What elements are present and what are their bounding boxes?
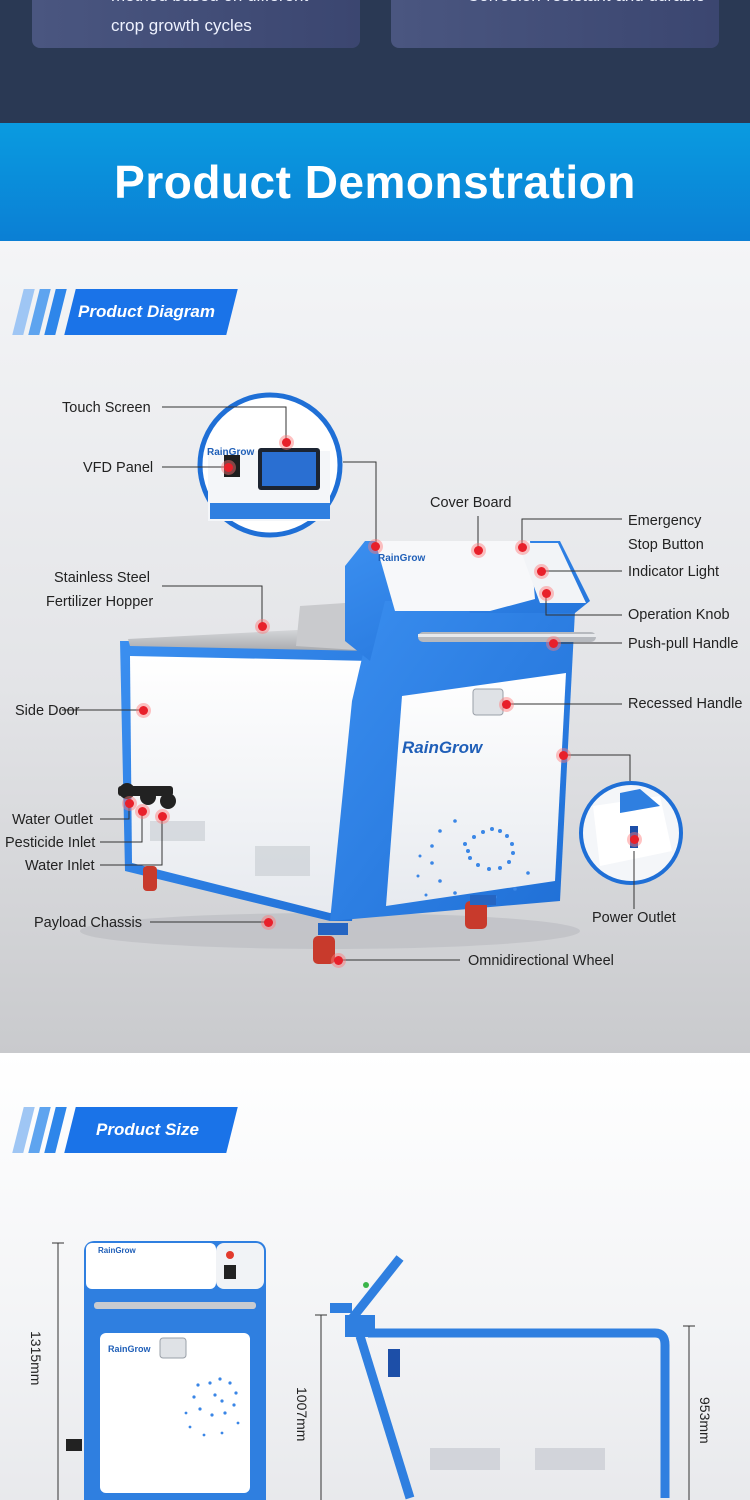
marker-cover-board bbox=[474, 546, 483, 555]
section-banner: Product Demonstration bbox=[0, 123, 750, 241]
marker-zoom-link bbox=[371, 542, 380, 551]
machine-illustration: RainGrow RainGrow bbox=[62, 392, 683, 964]
size-brand: RainGrow bbox=[108, 1344, 152, 1354]
marker-operation-knob bbox=[542, 589, 551, 598]
callout-recessed-handle: Recessed Handle bbox=[628, 696, 743, 712]
panel-brand: RainGrow bbox=[402, 738, 484, 757]
callout-operation-knob: Operation Knob bbox=[628, 607, 730, 623]
marker-power-outlet bbox=[630, 835, 639, 844]
callout-vfd-panel: VFD Panel bbox=[83, 460, 154, 476]
marker-hopper bbox=[258, 622, 267, 631]
svg-text:RainGrow: RainGrow bbox=[98, 1246, 137, 1255]
callout-touch-screen: Touch Screen bbox=[62, 400, 151, 416]
feature-text-1b: crop growth cycles bbox=[111, 16, 252, 35]
callout-emergency-1: Emergency bbox=[628, 513, 702, 529]
section-tag-diagram: Product Diagram bbox=[12, 289, 238, 335]
marker-recessed-handle bbox=[502, 700, 511, 709]
feature-card-durable bbox=[391, 0, 719, 48]
marker-power-link bbox=[559, 751, 568, 760]
dim-height-side-left: 1007mm bbox=[294, 1387, 310, 1442]
callout-side-door: Side Door bbox=[15, 703, 80, 719]
callout-push-pull-handle: Push-pull Handle bbox=[628, 636, 739, 652]
callout-emergency-2: Stop Button bbox=[628, 537, 704, 553]
marker-omni-wheel bbox=[334, 956, 343, 965]
feature-text-2a: Corrosion-resistant and durable bbox=[467, 0, 705, 8]
marker-water-outlet bbox=[125, 799, 134, 808]
size-illustration: RainGrow RainGrow bbox=[52, 1241, 695, 1500]
callout-indicator-light: Indicator Light bbox=[628, 564, 720, 580]
marker-side-door bbox=[139, 706, 148, 715]
feature-card-growth bbox=[32, 0, 360, 48]
callout-hopper-1: Stainless Steel bbox=[54, 570, 150, 586]
section-tag-label: Product Diagram bbox=[78, 302, 215, 321]
callout-water-outlet: Water Outlet bbox=[12, 812, 93, 828]
callout-cover-board: Cover Board bbox=[430, 495, 512, 511]
marker-pesticide-inlet bbox=[138, 807, 147, 816]
svg-text:RainGrow: RainGrow bbox=[378, 553, 425, 564]
callout-hopper-2: Fertilizer Hopper bbox=[46, 594, 154, 610]
marker-push-pull-handle bbox=[549, 639, 558, 648]
marker-touch-screen bbox=[282, 438, 291, 447]
product-diagram-section: Product Diagram bbox=[0, 241, 750, 1053]
section-tag-label: Product Size bbox=[96, 1120, 199, 1139]
callout-omni-wheel: Omnidirectional Wheel bbox=[468, 953, 614, 969]
svg-text:RainGrow: RainGrow bbox=[207, 447, 254, 458]
callout-payload-chassis: Payload Chassis bbox=[34, 915, 142, 931]
marker-water-inlet bbox=[158, 812, 167, 821]
marker-emergency-stop bbox=[518, 543, 527, 552]
dim-height-front: 1315mm bbox=[28, 1331, 44, 1386]
banner-title: Product Demonstration bbox=[114, 156, 636, 208]
marker-payload-chassis bbox=[264, 918, 273, 927]
section-tag-size: Product Size bbox=[12, 1107, 238, 1153]
marker-vfd-panel bbox=[224, 463, 233, 472]
callout-pesticide-inlet: Pesticide Inlet bbox=[5, 835, 96, 851]
product-size-section: Product Size RainGrow RainGrow bbox=[0, 1053, 750, 1500]
feature-text-1a: method based on different bbox=[111, 0, 308, 8]
callout-power-outlet: Power Outlet bbox=[592, 910, 676, 926]
marker-indicator-light bbox=[537, 567, 546, 576]
dim-height-side-right: 953mm bbox=[697, 1397, 713, 1444]
callout-water-inlet: Water Inlet bbox=[25, 858, 95, 874]
feature-band: method based on different crop growth cy… bbox=[0, 0, 750, 123]
